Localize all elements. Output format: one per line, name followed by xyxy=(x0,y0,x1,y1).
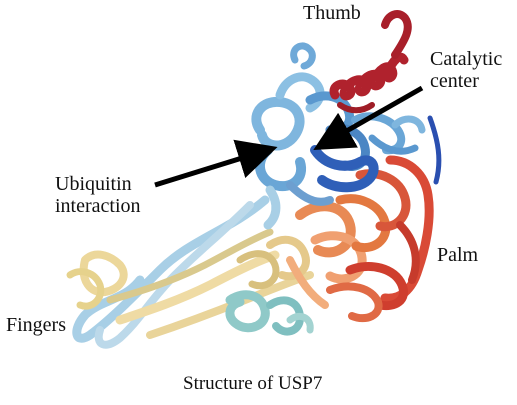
ubiquitin-label-line1: Ubiquitin xyxy=(55,173,132,195)
catalytic-label-line1: Catalytic xyxy=(430,48,503,70)
annotation-arrows xyxy=(154,85,424,188)
palm-domain xyxy=(286,155,434,323)
palm-label: Palm xyxy=(437,244,479,266)
thumb-label: Thumb xyxy=(303,2,361,24)
catalytic-center-label: Catalytic center xyxy=(430,48,502,93)
thumb-helix xyxy=(329,10,412,114)
ubiquitin-interaction-arrow xyxy=(154,139,278,188)
catalytic-center-arrow xyxy=(313,85,424,150)
fingers-domain xyxy=(66,195,314,349)
ubiquitin-interaction-label: Ubiquitin interaction xyxy=(55,173,141,218)
catalytic-label-line2: center xyxy=(430,70,479,93)
fingers-label: Fingers xyxy=(6,314,66,336)
teal-region xyxy=(225,290,314,336)
ubiquitin-label-line2: interaction xyxy=(55,195,141,218)
figure-caption: Structure of USP7 xyxy=(183,373,323,394)
